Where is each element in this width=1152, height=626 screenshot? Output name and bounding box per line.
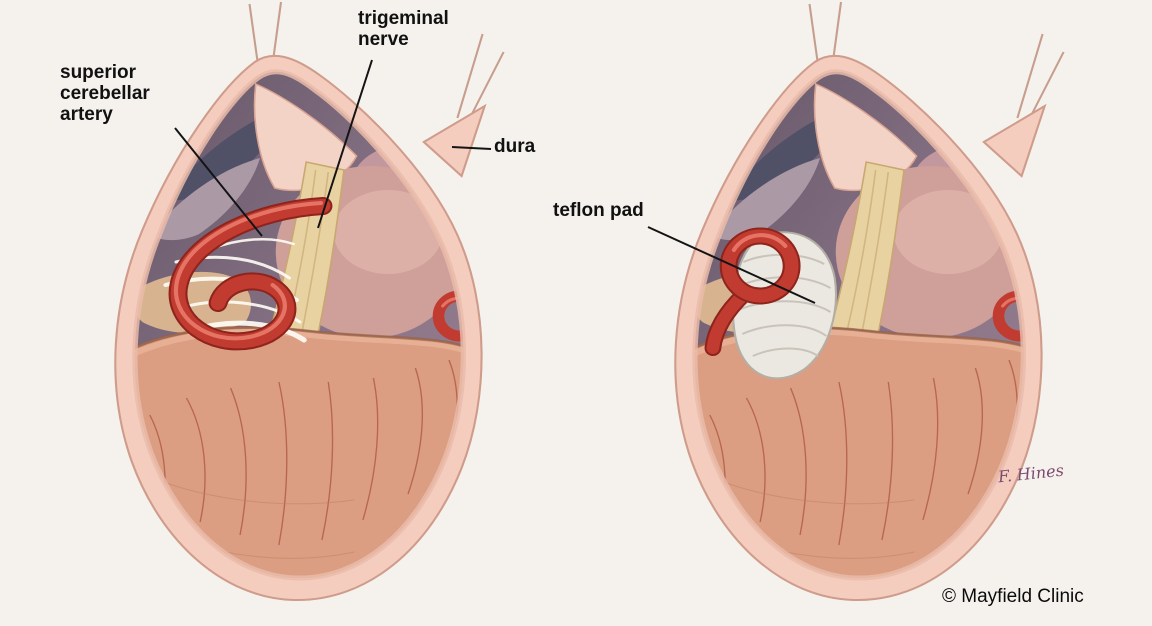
label-trigeminal-nerve: trigeminal nerve: [358, 8, 449, 50]
copyright-credit: © Mayfield Clinic: [942, 586, 1084, 607]
label-superior-cerebellar-artery: superior cerebellar artery: [60, 62, 150, 125]
panel-right: [652, 2, 1072, 620]
label-line: trigeminal: [358, 8, 449, 29]
sca-leader-line: [174, 127, 263, 237]
label-line: artery: [60, 104, 113, 125]
superior-cerebellar-artery: [168, 197, 333, 351]
label-line: cerebellar: [60, 83, 150, 104]
panel-right-base: [652, 2, 1072, 620]
label-line: teflon pad: [553, 200, 644, 221]
superior-cerebellar-artery-ring: [704, 227, 801, 356]
label-line: dura: [494, 136, 536, 157]
teflon-leader-line: [647, 226, 816, 304]
dura-leader-line: [451, 146, 492, 150]
label-line: nerve: [358, 29, 409, 50]
trigeminal-leader-line: [317, 59, 373, 229]
label-dura: dura: [494, 136, 535, 157]
leader-lines: [174, 59, 816, 304]
label-teflon-pad: teflon pad: [553, 200, 644, 221]
label-line: superior: [60, 62, 137, 83]
panel-left: [92, 2, 512, 620]
panel-left-base: [92, 2, 512, 620]
